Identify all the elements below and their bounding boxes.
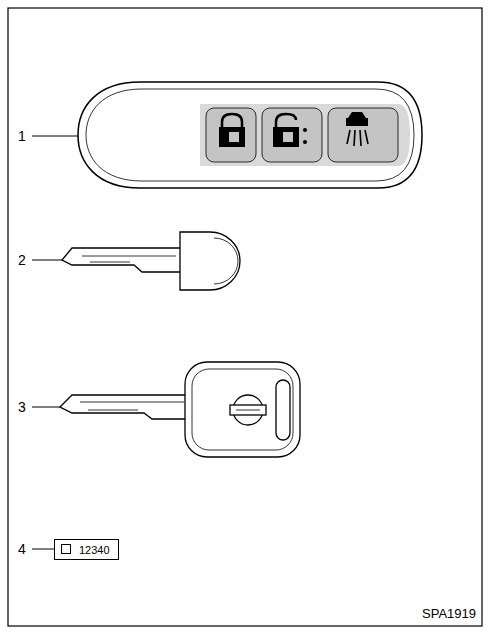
key-fob	[78, 82, 422, 188]
callout-number: 2	[18, 253, 26, 267]
key-number-plate: 12340	[54, 539, 119, 560]
callout-number: 4	[18, 542, 26, 556]
key-number: 12340	[79, 545, 108, 556]
callout-number: 1	[18, 129, 26, 143]
mechanical-key	[62, 232, 240, 290]
master-key	[60, 362, 300, 457]
callout-number: 3	[18, 400, 26, 414]
figure-code: SPA1919	[422, 607, 476, 620]
plate-square	[61, 544, 71, 554]
leader-lines	[32, 136, 78, 549]
frame	[8, 8, 482, 626]
